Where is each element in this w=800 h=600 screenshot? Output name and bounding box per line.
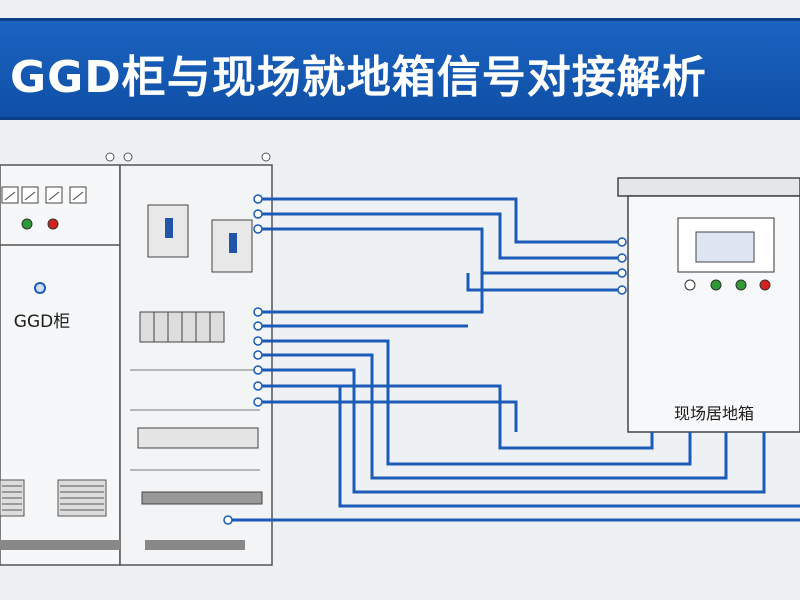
panel-meters xyxy=(1,186,87,204)
signal-wires xyxy=(228,197,800,522)
terminal-block-strip xyxy=(137,427,263,505)
ventilation-grille-left xyxy=(0,479,25,517)
ggd-cabinet-label: GGD柜 xyxy=(13,312,71,332)
ventilation-grille-right xyxy=(57,479,107,517)
red-indicator-lamp-box xyxy=(759,279,771,291)
green-indicator-lamp-a xyxy=(710,279,722,291)
title-banner: GGD柜与现场就地箱信号对接解析 xyxy=(0,18,800,120)
wire-terminals xyxy=(223,194,627,525)
hmi-screen xyxy=(695,231,755,263)
terminal-relays xyxy=(139,311,225,343)
white-indicator-lamp xyxy=(684,279,696,291)
green-indicator-lamp-b xyxy=(735,279,747,291)
red-indicator-lamp xyxy=(47,218,59,230)
ggd-cabinet xyxy=(0,152,273,566)
field-box-label: 现场居地箱 xyxy=(673,404,754,423)
green-indicator-lamp xyxy=(21,218,33,230)
circuit-breakers xyxy=(147,204,253,273)
field-box xyxy=(617,177,800,433)
page-title: GGD柜与现场就地箱信号对接解析 xyxy=(10,52,707,103)
door-lock-icon xyxy=(34,282,46,294)
